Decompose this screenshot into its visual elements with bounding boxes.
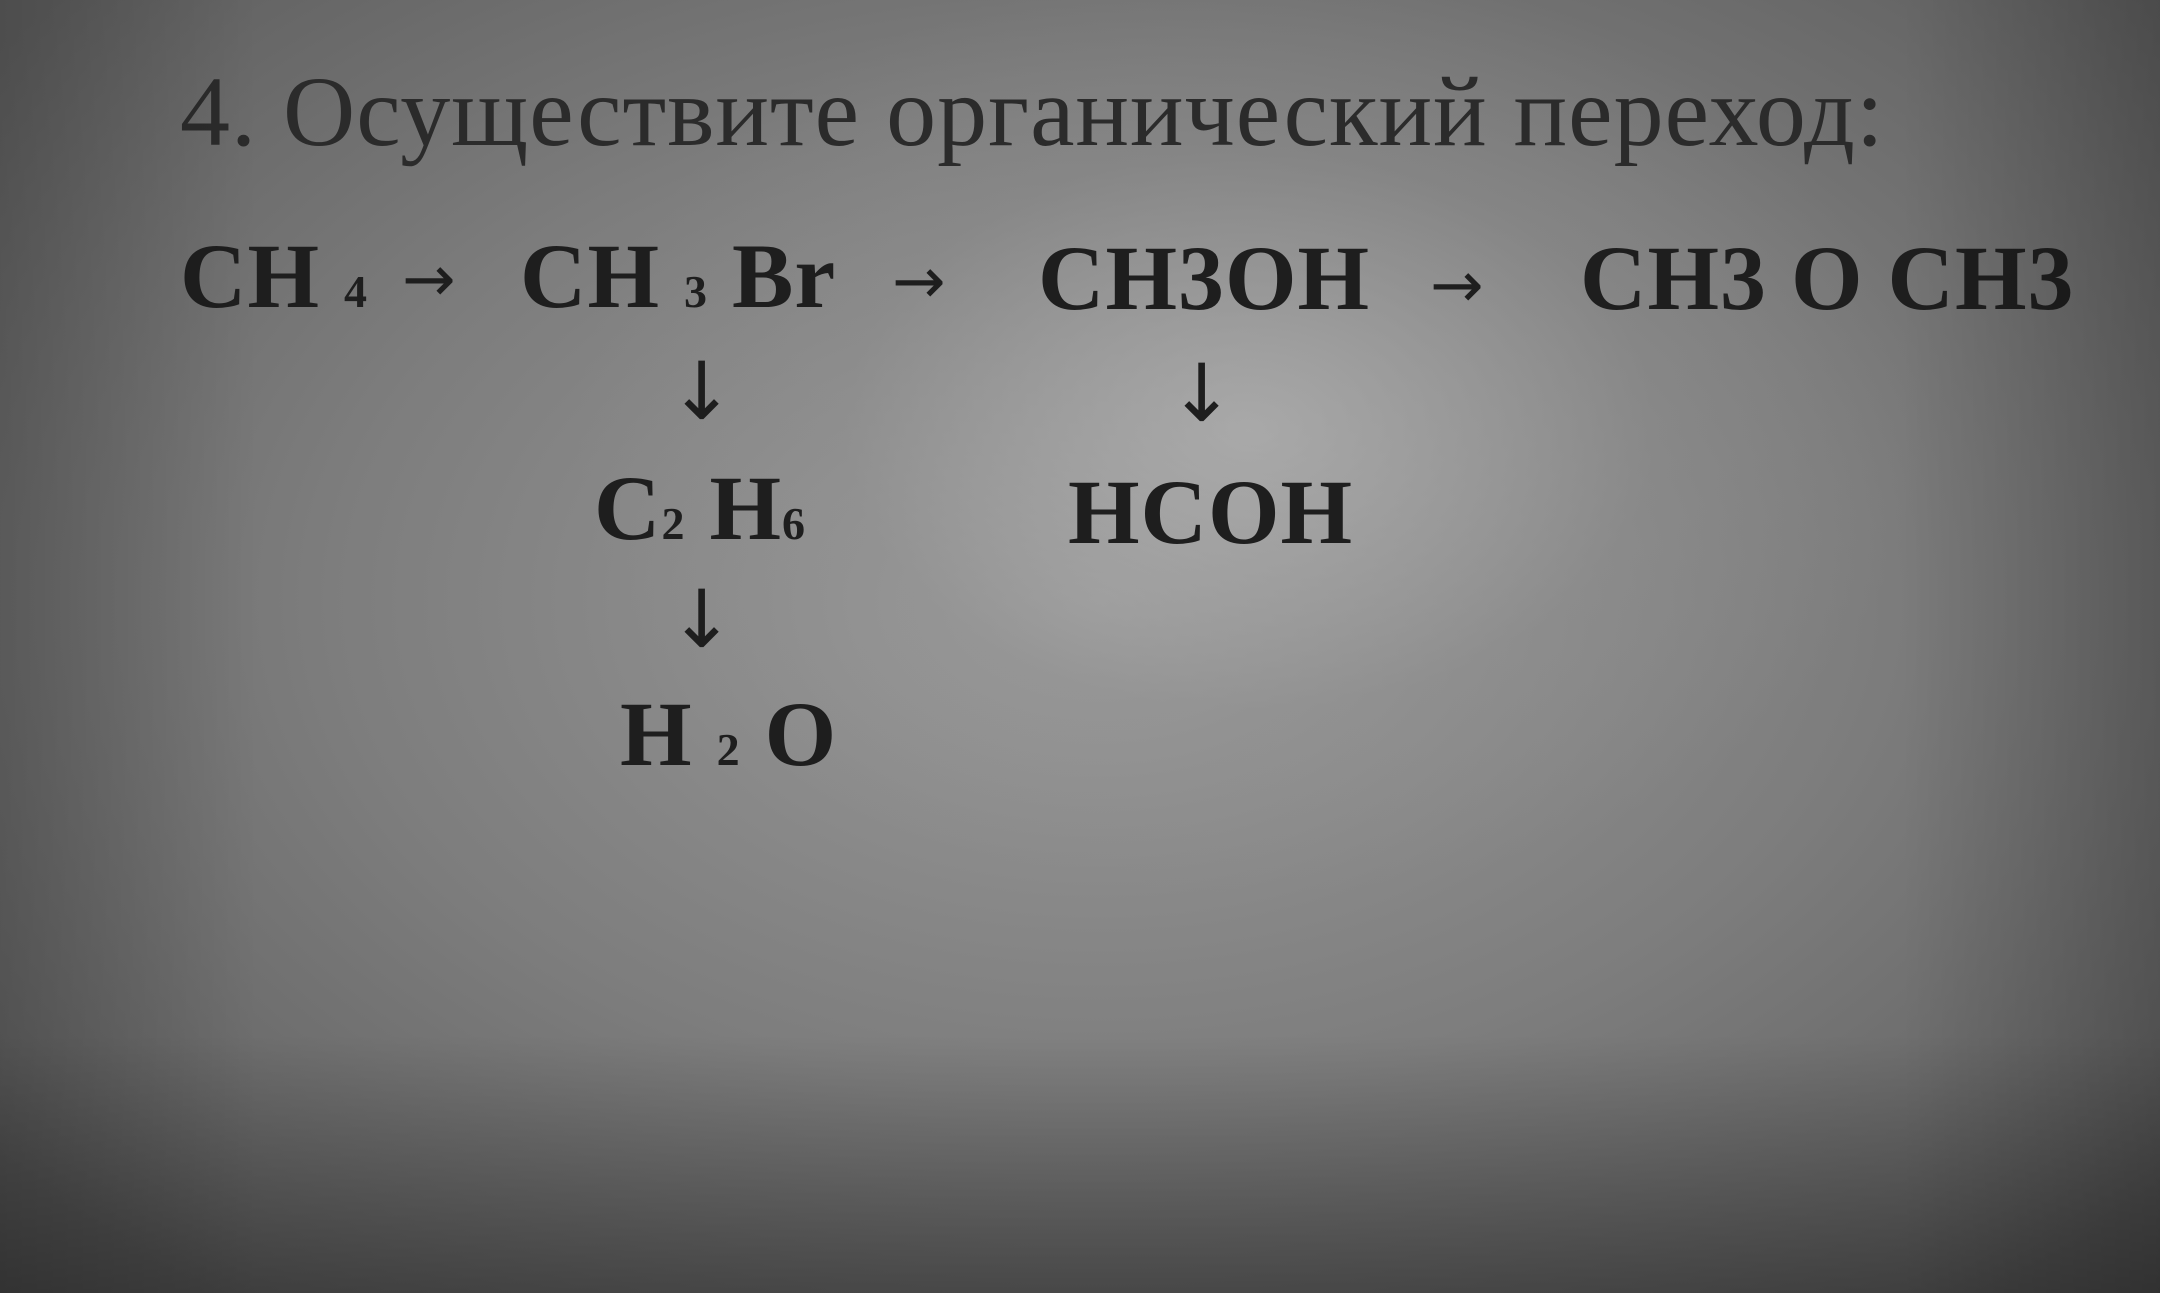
ch4-letters: CH	[180, 225, 320, 327]
arrow-down-ch3br: ↓	[668, 345, 736, 438]
h2o-h: H	[620, 683, 693, 785]
arrow-down-ch3oh: ↓	[1168, 347, 1236, 440]
ch3br-index: 3	[684, 266, 708, 317]
arrow-down-c2h6: ↓	[668, 573, 736, 666]
arrow-right-2: →	[892, 245, 946, 319]
formula-ch3och3: CH3 O CH3	[1580, 227, 2075, 329]
arrow-right-3: →	[1430, 249, 1484, 323]
ch4-index: 4	[344, 266, 368, 317]
ch3br-letters-br: Br	[732, 225, 837, 327]
formula-h2o: H 2 O	[620, 688, 837, 780]
c2h6-c-index: 2	[661, 498, 686, 549]
ch3br-letters-ch: CH	[520, 225, 660, 327]
formula-ch3oh: CH3OH	[1038, 227, 1371, 329]
formula-c2h6: C2 H6	[594, 462, 806, 554]
c2h6-h-index: 6	[782, 498, 807, 549]
h2o-o: O	[764, 683, 838, 785]
formula-ch3br: CH 3 Br	[520, 230, 836, 322]
task-heading: 4. Осуществите органический переход:	[180, 56, 1885, 167]
formula-hcoh: HCOH	[1068, 461, 1354, 563]
arrow-right-1: →	[402, 243, 456, 317]
formula-ch4: CH 4	[180, 230, 368, 322]
h2o-index: 2	[716, 724, 741, 775]
c2h6-h: H	[709, 457, 783, 559]
c2h6-c: C	[594, 457, 662, 559]
